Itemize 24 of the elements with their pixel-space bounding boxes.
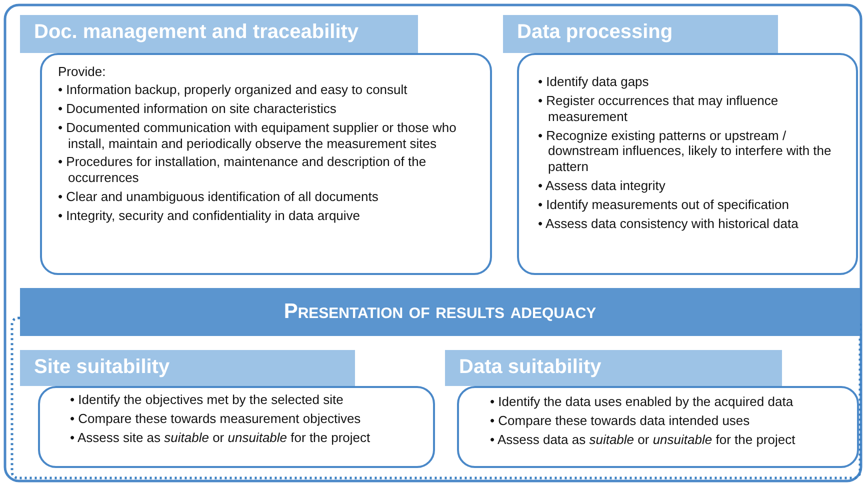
bullet-item: • Integrity, security and confidentiality in data arquive (58, 208, 362, 224)
bullet-item: • Identify data gaps (538, 74, 650, 90)
intro-text: Provide: (58, 64, 107, 79)
bullet-item: • Compare these towards data intended uses (490, 412, 751, 429)
bullet-item: • Recognize existing patterns or upstream / downstream influences, likely to interfere with the pattern (538, 128, 832, 176)
bullet-item: • Clear and unambiguous identification of all documents (58, 189, 380, 206)
panel-heading: Data processing (503, 15, 778, 53)
bullet-item: • Register occurrences that may influence measurement (538, 92, 780, 125)
bullet-item: • Assess data consistency with historical data (538, 216, 800, 232)
bullet-item: • Identify measurements out of specification (538, 197, 790, 213)
section-banner: Presentation of results adequacy (20, 288, 860, 336)
bullet-item: • Information backup, properly organized and easy to consult (58, 82, 408, 98)
bullet-item: • Assess site as suitable or unsuitable for the project (70, 430, 372, 446)
bullet-item: • Identify the objectives met by the selected site (70, 392, 344, 408)
panel-heading: Data suitability (445, 350, 782, 386)
bullet-item: • Assess data as suitable or unsuitable for the project (490, 432, 796, 448)
bullet-item: • Assess data integrity (538, 178, 666, 194)
panel-heading: Doc. management and traceability (20, 15, 418, 53)
bullet-item: • Documented communication with equipament supplier or those who install, maintain and periodically observe the measurement sites (58, 120, 458, 152)
panel-heading: Site suitability (20, 350, 355, 386)
bullet-item: • Documented information on site characteristics (58, 100, 338, 117)
bullet-item: • Compare these towards measurement objectives (70, 410, 362, 427)
bullet-item: • Procedures for installation, maintenance and description of the occurrences (58, 154, 428, 186)
bullet-item: • Identify the data uses enabled by the acquired data (490, 394, 794, 410)
